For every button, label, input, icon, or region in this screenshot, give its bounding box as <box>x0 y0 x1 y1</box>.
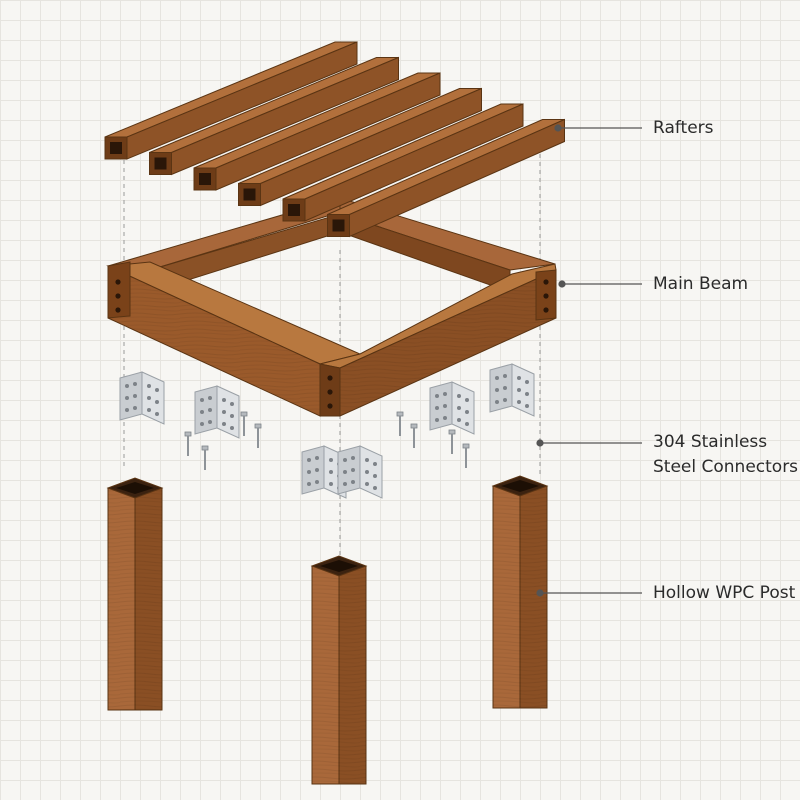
leader-dot-icon <box>554 124 562 132</box>
hollow-profile-icon <box>320 560 358 572</box>
hollow-wpc-post <box>106 477 164 711</box>
leader-dot-icon <box>536 439 544 447</box>
hollow-profile-icon <box>199 173 211 185</box>
hollow-profile-icon <box>288 204 300 216</box>
bolt-hole-icon <box>115 279 549 409</box>
leader-dot-icon <box>558 280 566 288</box>
bracket-icon <box>119 371 165 425</box>
rafter <box>104 41 358 160</box>
bolt-icon <box>201 445 209 470</box>
rafter <box>327 118 565 238</box>
bracket-icon <box>489 363 535 417</box>
rafter <box>149 56 399 176</box>
label-post: Hollow WPC Post <box>653 583 796 603</box>
hollow-wpc-post <box>491 475 549 709</box>
rafter <box>282 103 524 222</box>
label-connectors-line1: 304 Stainless <box>653 432 768 452</box>
label-rafters: Rafters <box>653 118 714 138</box>
label-connectors-line2: Steel Connectors <box>653 457 799 477</box>
label-main-beam: Main Beam <box>653 274 749 294</box>
bolt-icon <box>396 411 404 436</box>
leader-dot-icon <box>536 589 544 597</box>
bracket-icon <box>337 445 383 499</box>
bracket-icon <box>194 385 240 439</box>
hollow-profile-icon <box>243 188 256 201</box>
bolt-icon <box>448 429 456 454</box>
hollow-profile-icon <box>116 482 154 494</box>
bracket-icon <box>429 381 475 435</box>
rafter <box>193 72 441 191</box>
bolt-icon <box>462 443 470 468</box>
leader-lines <box>536 124 642 597</box>
hollow-profile-icon <box>110 142 122 154</box>
hollow-profile-icon <box>501 480 539 492</box>
rafters-group <box>104 41 565 238</box>
hollow-wpc-post <box>310 555 368 785</box>
hollow-profile-icon <box>332 219 345 232</box>
bolt-icon <box>184 431 192 456</box>
bolt-icon <box>240 411 248 436</box>
connectors-group <box>119 363 535 499</box>
hollow-profile-icon <box>154 157 167 170</box>
rafter <box>238 87 482 207</box>
bolt-icon <box>254 423 262 448</box>
bolt-icon <box>410 423 418 448</box>
posts-group <box>106 475 549 785</box>
